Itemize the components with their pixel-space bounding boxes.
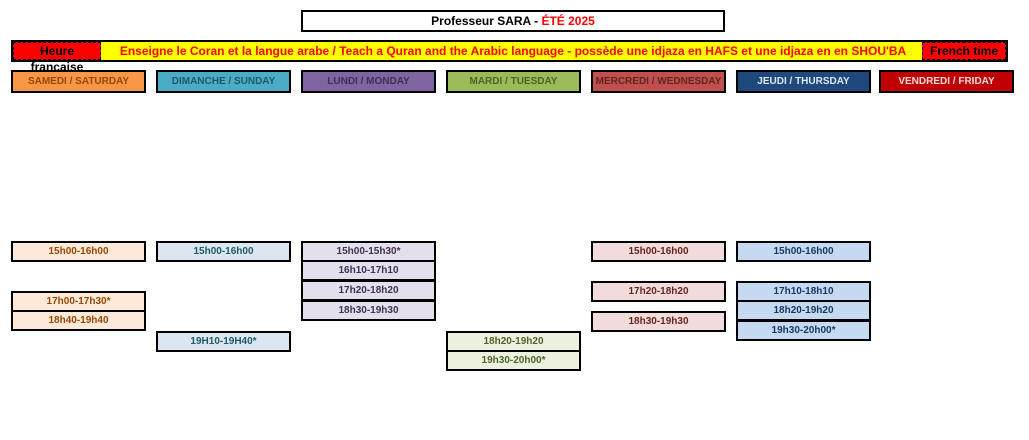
day-header-sunday: DIMANCHE / SUNDAY <box>156 70 291 93</box>
time-slot: 17h00-17h30* <box>11 291 146 312</box>
title-separator: - <box>530 14 542 28</box>
day-header-thursday: JEUDI / THURSDAY <box>736 70 871 93</box>
time-slot: 19H10-19H40* <box>156 331 291 352</box>
time-slot: 17h20-18h20 <box>591 281 726 302</box>
day-header-friday: VENDREDI / FRIDAY <box>879 70 1014 93</box>
time-slot: 15h00-16h00 <box>736 241 871 262</box>
day-header-tuesday: MARDI / TUESDAY <box>446 70 581 93</box>
teacher-description: Enseigne le Coran et la langue arabe / T… <box>119 44 907 58</box>
title-teacher: Professeur SARA <box>431 14 531 28</box>
page-title: Professeur SARA - ÉTÉ 2025 <box>301 10 725 32</box>
french-time-label-left: Heure française <box>13 42 101 74</box>
time-slot: 15h00-16h00 <box>591 241 726 262</box>
time-slot: 17h10-18h10 <box>736 281 871 302</box>
time-slot: 15h00-15h30* <box>301 241 436 262</box>
time-slot: 18h20-19h20 <box>736 301 871 321</box>
time-slot: 18h30-19h30 <box>591 311 726 332</box>
time-slot: 18h20-19h20 <box>446 331 581 352</box>
time-slot: 19h30-20h00* <box>736 321 871 341</box>
info-banner: Heure française Enseigne le Coran et la … <box>11 40 1008 74</box>
day-header-monday: LUNDI / MONDAY <box>301 70 436 93</box>
time-slot: 17h20-18h20 <box>301 281 436 301</box>
day-header-saturday: SAMEDI / SATURDAY <box>11 70 146 93</box>
day-header-wednesday: MERCREDI / WEDNESDAY <box>591 70 726 93</box>
time-slot: 18h40-19h40 <box>11 311 146 331</box>
time-slot: 15h00-16h00 <box>156 241 291 262</box>
time-slot: 16h10-17h10 <box>301 261 436 281</box>
time-slot: 15h00-16h00 <box>11 241 146 262</box>
title-season: ÉTÉ 2025 <box>541 14 595 28</box>
time-slot: 19h30-20h00* <box>446 351 581 371</box>
time-slot: 18h30-19h30 <box>301 301 436 321</box>
french-time-label-right: French time <box>922 42 1006 60</box>
